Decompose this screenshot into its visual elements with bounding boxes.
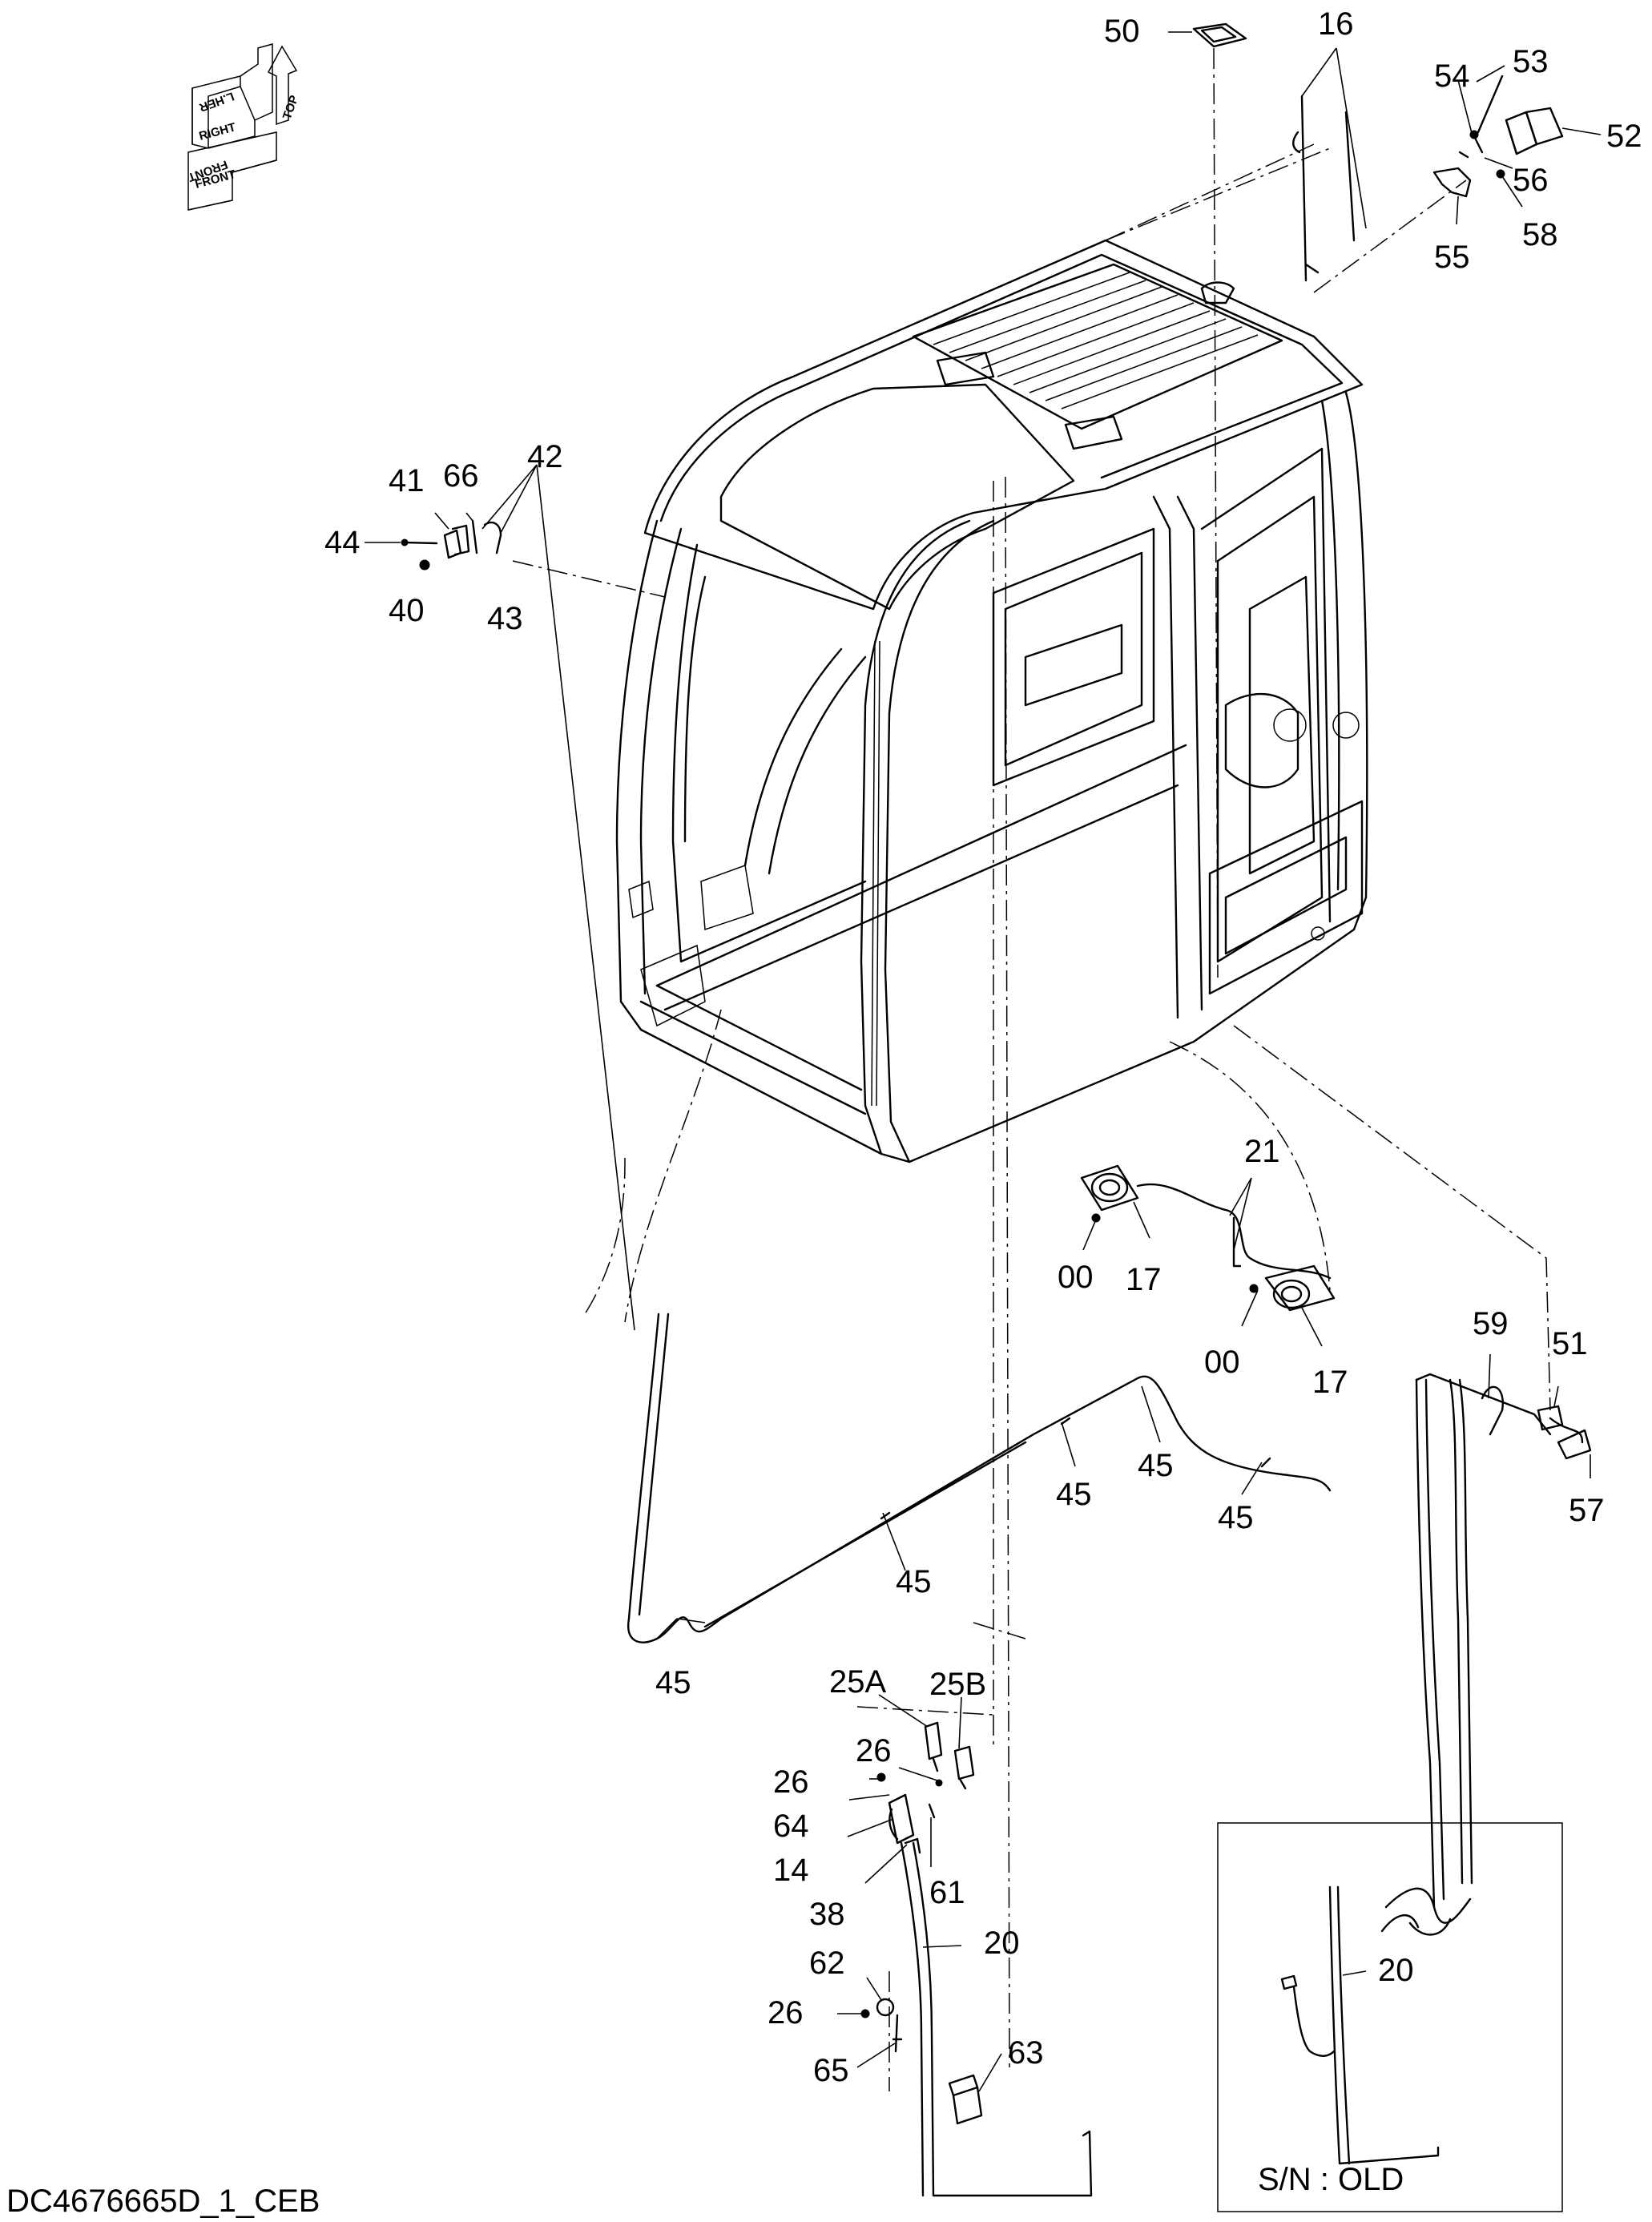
callout-26-lower: 26 <box>768 1995 804 2030</box>
callout-00-lower: 00 <box>1204 1345 1240 1380</box>
callout-17-lower: 17 <box>1312 1365 1348 1400</box>
orientation-top-label: TOP <box>280 94 301 122</box>
callout-50: 50 <box>1104 14 1140 49</box>
callout-45-mid: 45 <box>896 1564 932 1599</box>
callout-61: 61 <box>929 1875 965 1910</box>
callout-20: 20 <box>984 1926 1020 1961</box>
parts-62-65-63 <box>860 1998 983 2125</box>
callout-56: 56 <box>1513 163 1549 198</box>
orientation-cube-icon: TOP L.HER RIGHT FRONT FRONT <box>186 43 301 211</box>
callout-26-upper-right: 26 <box>856 1733 892 1768</box>
callout-41: 41 <box>389 463 425 498</box>
callout-66: 66 <box>443 458 479 494</box>
part-16-antenna-rods <box>1292 95 1356 282</box>
part-50-dome-light <box>1192 22 1247 48</box>
parts-17-21-speakers <box>1080 1164 1336 1312</box>
center-lines <box>512 47 1551 2091</box>
callout-45-far-right: 45 <box>1218 1500 1254 1535</box>
parts-51-57-59-harness <box>1380 1373 1592 1936</box>
callout-55: 55 <box>1434 240 1470 275</box>
callout-43: 43 <box>487 601 523 636</box>
callout-labels: 50 16 53 54 52 56 58 55 41 66 42 44 40 4… <box>324 6 1642 2088</box>
drawing-id: DC4676665D_1_CEB <box>6 2184 320 2219</box>
leader-lines <box>365 31 1602 2092</box>
orientation-left-hand-label: L.HER <box>197 89 236 114</box>
callout-57: 57 <box>1569 1493 1605 1528</box>
callout-00-upper: 00 <box>1058 1260 1094 1295</box>
callout-62: 62 <box>809 1946 845 1981</box>
callout-20-inset: 20 <box>1378 1953 1414 1988</box>
callout-45-mid-right: 45 <box>1056 1477 1092 1512</box>
callout-26-upper-left: 26 <box>773 1764 809 1800</box>
inset-serial-label: S/N : OLD <box>1258 2162 1404 2197</box>
callout-40: 40 <box>389 593 425 628</box>
sunroof-slats <box>933 272 1259 409</box>
callout-21: 21 <box>1244 1134 1280 1169</box>
callout-53: 53 <box>1513 44 1549 79</box>
cab-frame <box>615 239 1368 1163</box>
callout-44: 44 <box>324 525 361 560</box>
callout-45-left: 45 <box>655 1665 691 1700</box>
parts-40-44-bracket <box>401 519 502 571</box>
callout-65: 65 <box>813 2053 849 2088</box>
callout-58: 58 <box>1522 217 1558 252</box>
inset-old-serial <box>1217 1822 1563 2212</box>
callout-25a: 25A <box>829 1664 886 1700</box>
callout-64: 64 <box>773 1809 809 1844</box>
orientation-right-label: RIGHT <box>198 120 237 143</box>
callout-25b: 25B <box>929 1667 986 1702</box>
callout-52: 52 <box>1606 119 1642 154</box>
callout-17-upper: 17 <box>1126 1262 1162 1297</box>
callout-14: 14 <box>773 1853 809 1888</box>
callout-42: 42 <box>527 439 563 474</box>
callout-59: 59 <box>1473 1306 1509 1341</box>
callout-45-right: 45 <box>1138 1448 1174 1483</box>
part-45-hose <box>627 1313 1332 1643</box>
callout-63: 63 <box>1008 2035 1044 2071</box>
parts-switch-cluster <box>876 1721 1093 2197</box>
callout-51: 51 <box>1552 1326 1588 1361</box>
callout-38: 38 <box>809 1897 845 1932</box>
callout-16: 16 <box>1318 6 1354 42</box>
callout-54: 54 <box>1434 58 1470 94</box>
